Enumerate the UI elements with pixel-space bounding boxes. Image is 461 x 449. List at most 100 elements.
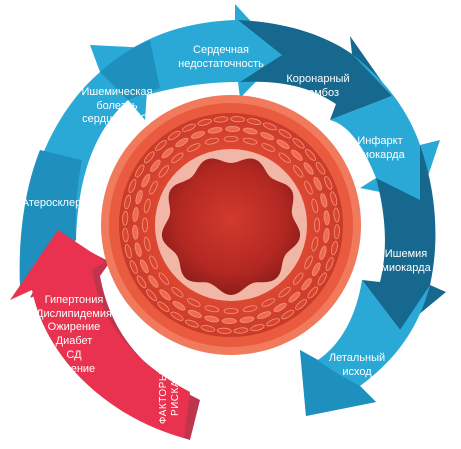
muscle-cell — [170, 311, 184, 321]
muscle-cell — [161, 147, 174, 159]
muscle-cell — [278, 152, 291, 164]
muscle-cell — [167, 130, 181, 141]
muscle-cell — [204, 305, 220, 313]
muscle-cell — [225, 125, 241, 133]
risk-factor-item: Ожирение — [47, 321, 101, 334]
arrow-ischemia — [362, 145, 446, 330]
muscle-cell — [266, 318, 281, 327]
muscle-cell — [213, 116, 229, 123]
muscle-cell — [135, 164, 145, 178]
muscle-cell — [149, 180, 158, 195]
label-line: Коронарный — [286, 73, 350, 85]
label-line: Ишемическая — [81, 86, 153, 98]
muscle-cell — [149, 255, 158, 270]
risk-factor-item: СД — [66, 348, 82, 361]
muscle-cell — [292, 165, 304, 178]
muscle-cell — [187, 309, 202, 318]
muscle-cell — [132, 224, 139, 240]
muscle-cell — [323, 210, 330, 226]
muscle-cell — [311, 198, 319, 214]
muscle-cell — [136, 275, 147, 289]
label-ibs: Ишемическая болезнь сердца (ИБС) — [81, 86, 152, 127]
muscle-cell — [261, 298, 276, 307]
muscle-cell — [242, 305, 258, 313]
muscle-cell — [207, 127, 223, 134]
muscle-cell — [278, 129, 292, 139]
risk-factors-arrow — [10, 230, 200, 440]
muscle-cell — [315, 161, 326, 175]
muscle-cell — [158, 165, 170, 178]
risk-factor-item: Курение — [52, 362, 96, 375]
label-line: Инфаркт — [357, 135, 403, 147]
muscle-cell — [204, 137, 220, 145]
muscle-cell — [295, 299, 308, 310]
muscle-cell — [124, 244, 132, 259]
muscle-cell — [291, 149, 303, 161]
label-line: болезнь — [96, 99, 138, 112]
muscle-cell — [319, 245, 327, 261]
muscle-cell — [257, 311, 272, 319]
muscle-cell — [216, 327, 232, 334]
muscle-cell — [141, 217, 148, 233]
muscle-cell — [239, 316, 255, 323]
muscle-cell — [154, 140, 167, 151]
muscle-cell — [186, 298, 201, 307]
vessel-lumen — [161, 158, 301, 295]
label-sclerosis: Атеросклероз — [22, 197, 93, 211]
muscle-cell — [223, 135, 239, 142]
muscle-cell — [330, 191, 338, 206]
muscle-cell — [307, 286, 318, 299]
muscle-cell — [135, 189, 143, 205]
muscle-cell — [250, 324, 265, 332]
risk-title-line: ФАКТОРЫ — [158, 371, 169, 425]
muscle-cell — [143, 236, 151, 252]
muscle-cell — [134, 242, 142, 257]
muscle-cell — [301, 278, 312, 291]
label-infarct: Инфаркт миокарда — [355, 135, 404, 162]
muscle-cell — [320, 193, 328, 208]
muscle-cell — [148, 275, 159, 288]
label-line: миокарда — [355, 148, 405, 161]
muscle-cell — [129, 260, 138, 275]
risk-factor-item: Дислипидемия — [36, 307, 112, 320]
label-ischemia: Ишемия миокарда — [381, 248, 430, 275]
muscle-cell — [313, 176, 322, 191]
smooth-muscle-cells — [122, 116, 340, 334]
muscle-cell — [292, 272, 304, 285]
muscle-cell — [157, 301, 170, 312]
muscle-cell — [263, 122, 277, 131]
muscle-cell — [185, 319, 199, 328]
muscle-cell — [171, 286, 184, 298]
risk-title-line: РИСКА — [170, 379, 181, 417]
muscle-cell — [304, 180, 313, 195]
muscle-cell — [124, 194, 131, 210]
muscle-cell — [260, 132, 275, 141]
muscle-cell — [304, 255, 313, 270]
muscle-cell — [273, 302, 287, 313]
muscle-cell — [323, 228, 330, 243]
muscle-cell — [204, 315, 219, 323]
muscle-cell — [175, 137, 189, 148]
cycle-arrows — [19, 4, 446, 416]
muscle-cell — [190, 131, 205, 139]
muscle-cell — [140, 259, 149, 274]
muscle-cell — [314, 217, 321, 233]
label-line: Летальный — [328, 352, 386, 364]
muscle-cell — [186, 143, 201, 152]
label-heart-failure: Сердечная недостаточность — [178, 44, 264, 71]
muscle-cell — [230, 116, 246, 123]
muscle-cell — [233, 327, 249, 334]
arrow-lethal-shade — [300, 350, 376, 416]
label-lethal: Летальный исход — [329, 352, 385, 379]
label-line: недостаточность — [178, 57, 264, 70]
muscle-cell — [122, 210, 129, 226]
risk-arrow-body — [10, 230, 190, 438]
vessel-cross-section — [101, 95, 361, 355]
arrow-infarct — [330, 54, 440, 200]
muscle-cell — [292, 138, 305, 149]
risk-factors-list: Гипертония Дислипидемия Ожирение Диабет … — [36, 294, 112, 376]
label-line: Сердечная — [193, 44, 249, 56]
muscle-cell — [159, 289, 171, 301]
muscle-cell — [311, 236, 319, 252]
muscle-cell — [311, 262, 321, 277]
